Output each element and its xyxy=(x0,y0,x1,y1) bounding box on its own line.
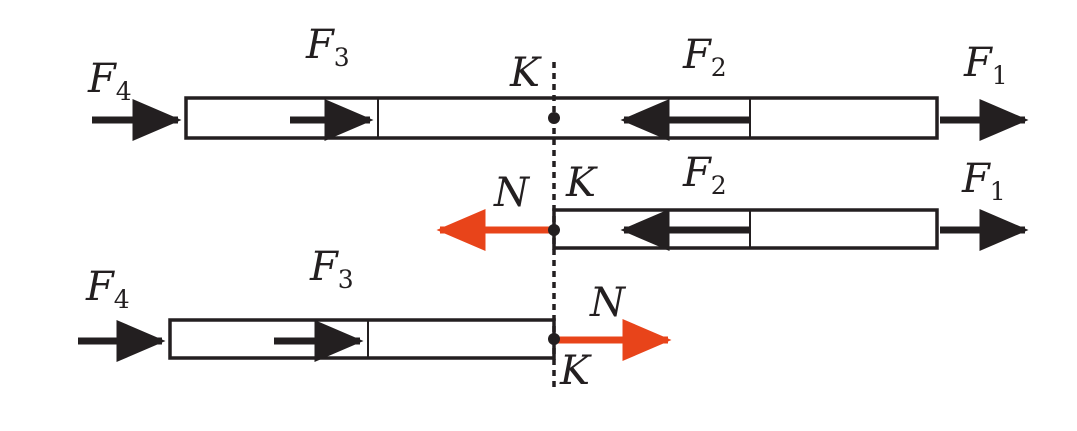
label-f3: F3 xyxy=(309,244,354,294)
label-n: N xyxy=(493,170,531,216)
label-f1: F1 xyxy=(963,40,1008,90)
label-k: K xyxy=(565,160,598,206)
label-f3: F3 xyxy=(305,22,350,72)
full-rod: F4 F3 K F2 F1 xyxy=(87,22,1029,141)
label-f4: F4 xyxy=(85,264,130,314)
label-k: K xyxy=(509,50,542,96)
label-f4: F4 xyxy=(87,56,132,106)
left-part: F4 F3 N K xyxy=(78,244,672,394)
label-k: K xyxy=(559,348,592,394)
label-f2: F2 xyxy=(682,32,727,82)
label-f1: F1 xyxy=(961,156,1006,206)
left-part-body xyxy=(168,318,556,360)
label-f2: F2 xyxy=(682,150,727,200)
label-n: N xyxy=(589,280,627,326)
right-part: N K F2 F1 xyxy=(436,150,1029,251)
